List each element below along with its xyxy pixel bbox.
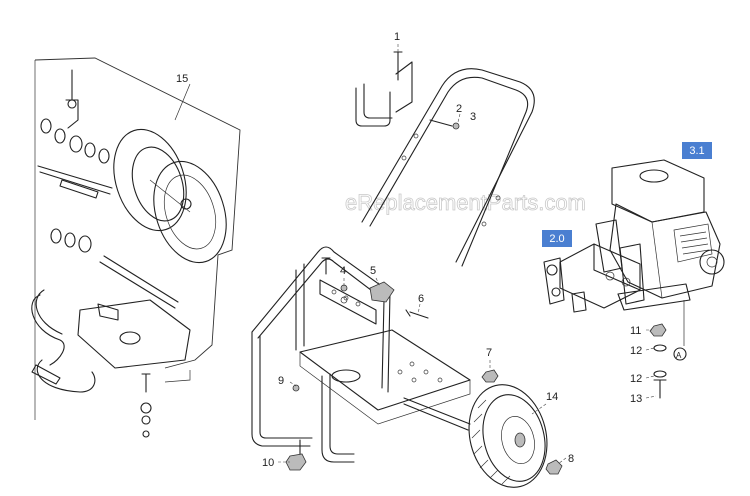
callout-1: 1 [394, 31, 400, 43]
engine-mount-hardware [649, 323, 687, 399]
engine-ref-badge: 3.1 [682, 142, 712, 159]
callout-10: 10 [262, 457, 274, 469]
callout-12-upper: 12 [630, 345, 642, 357]
callout-labels: 1 2 3 4 5 6 7 8 9 10 11 12 12 13 14 15 A [176, 31, 682, 469]
watermark-text: eReplacementParts.com [345, 190, 586, 215]
engine-ref-label: 3.1 [689, 145, 704, 157]
callout-11: 11 [630, 325, 641, 337]
callout-2: 2 [456, 103, 462, 115]
handle-assembly [355, 51, 535, 267]
callout-3: 3 [470, 111, 476, 123]
callout-5: 5 [370, 265, 376, 277]
pump-ref-badge: 2.0 [542, 230, 572, 247]
pump [543, 243, 641, 313]
leader-lines [278, 44, 657, 465]
callout-12-lower: 12 [630, 373, 642, 385]
frame-assembly [251, 246, 471, 463]
engine [595, 159, 725, 346]
pump-ref-label: 2.0 [549, 233, 564, 245]
callout-14: 14 [546, 391, 558, 403]
callout-15: 15 [176, 73, 188, 85]
callout-a: A [676, 351, 682, 360]
callout-9: 9 [278, 375, 284, 387]
wheel [468, 384, 548, 488]
hose-reel-assembly [31, 57, 241, 438]
callout-7: 7 [486, 347, 492, 359]
callout-8: 8 [568, 453, 574, 465]
callout-6: 6 [418, 293, 424, 305]
callout-13: 13 [630, 393, 642, 405]
hardware-parts [285, 257, 563, 475]
callout-4: 4 [340, 265, 346, 277]
